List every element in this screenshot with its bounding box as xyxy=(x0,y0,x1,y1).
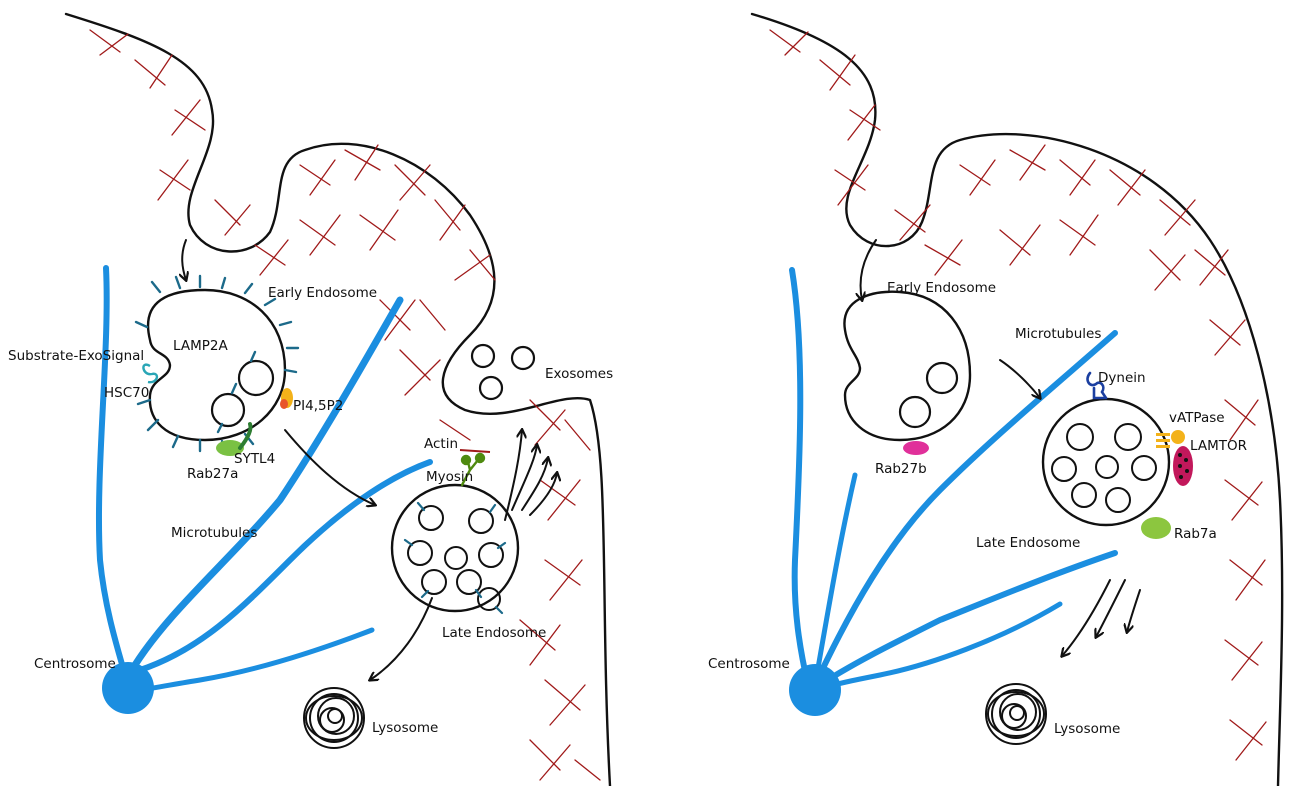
label-hsc70: HSC70 xyxy=(104,385,149,401)
label-myosin: Myosin xyxy=(426,469,473,485)
label-centrosome-right: Centrosome xyxy=(708,656,790,672)
rab7a-icon xyxy=(1141,517,1171,539)
label-sytl4: SYTL4 xyxy=(234,451,275,467)
vatpase-icon xyxy=(1156,430,1185,448)
right-centrosome-dot xyxy=(789,664,841,716)
left-exosomes xyxy=(472,345,534,399)
label-late-endosome-right: Late Endosome xyxy=(976,535,1080,551)
left-microtubules xyxy=(99,268,430,786)
label-lamtor: LAMTOR xyxy=(1190,438,1247,454)
label-microtubules-right: Microtubules xyxy=(1015,326,1101,342)
label-centrosome-left: Centrosome xyxy=(34,656,116,672)
label-microtubules-left: Microtubules xyxy=(171,525,257,541)
label-lysosome-left: Lysosome xyxy=(372,720,438,736)
label-exosomes: Exosomes xyxy=(545,366,613,382)
label-actin: Actin xyxy=(424,436,458,452)
rab27b-icon xyxy=(903,441,929,455)
label-substrate: Substrate-ExoSignal xyxy=(8,348,144,364)
label-early-endosome-right: Early Endosome xyxy=(887,280,996,296)
hsc70-icon xyxy=(143,365,157,383)
label-late-endosome-left: Late Endosome xyxy=(442,625,546,641)
right-late-endosome xyxy=(1043,373,1193,539)
right-early-endosome xyxy=(844,292,970,455)
label-rab27a: Rab27a xyxy=(187,466,238,482)
label-rab27b: Rab27b xyxy=(875,461,927,477)
actin-filament xyxy=(460,450,490,452)
left-lysosome xyxy=(304,688,364,748)
left-early-endosome xyxy=(136,276,298,456)
label-dynein: Dynein xyxy=(1098,370,1146,386)
right-panel: Early Endosome Rab27b Microtubules Dynei… xyxy=(708,14,1282,786)
label-vatpase: vATPase xyxy=(1169,410,1225,426)
label-rab7a: Rab7a xyxy=(1174,526,1217,542)
right-lysosome xyxy=(986,684,1046,744)
label-early-endosome-left: Early Endosome xyxy=(268,285,377,301)
left-panel: Early Endosome LAMP2A Substrate-ExoSigna… xyxy=(8,14,613,786)
label-lysosome-right: Lysosome xyxy=(1054,721,1120,737)
label-lamp2a: LAMP2A xyxy=(173,338,228,354)
label-pi45p2: PI4,5P2 xyxy=(293,398,343,414)
